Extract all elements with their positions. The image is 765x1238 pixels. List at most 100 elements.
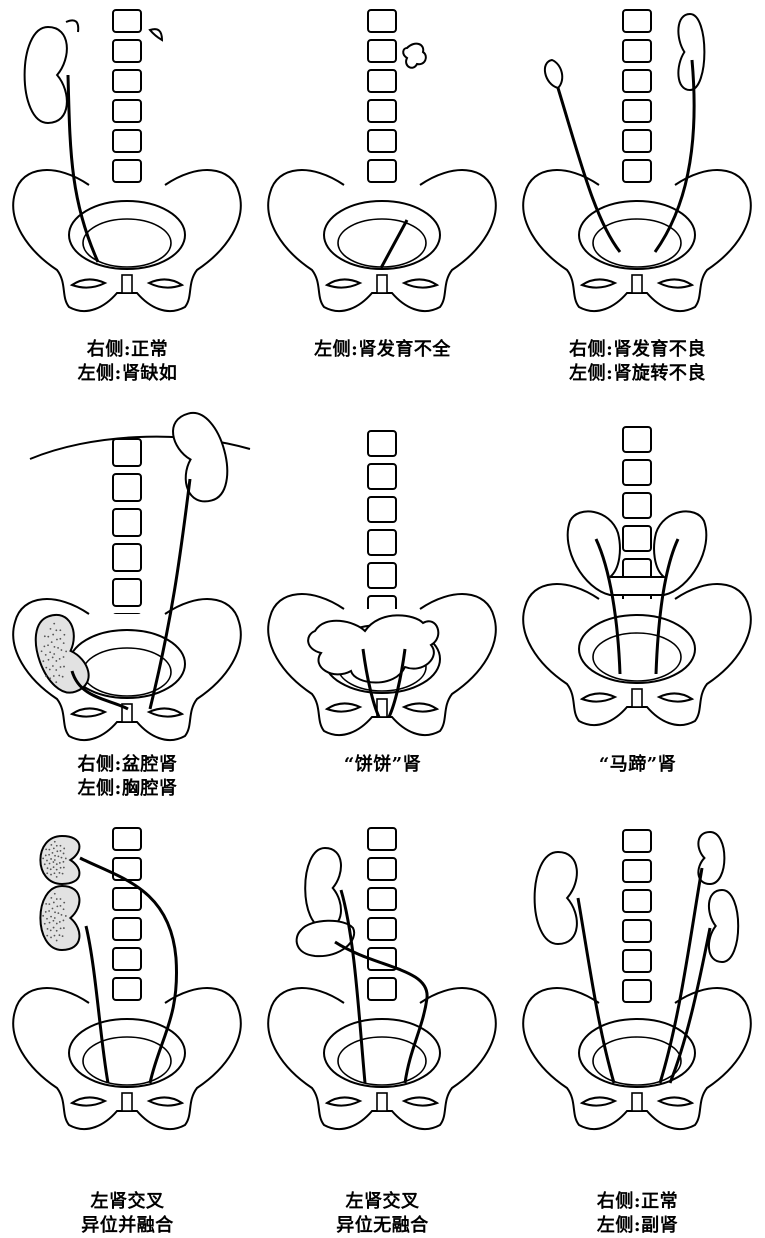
stipple-dot — [60, 666, 62, 668]
vertebra — [623, 830, 651, 852]
vertebra — [368, 464, 396, 489]
kidney — [678, 14, 704, 90]
anomaly-illustration — [510, 818, 765, 1148]
pubic-symphysis — [632, 275, 642, 293]
stipple-dot — [65, 858, 67, 860]
pubic-symphysis — [632, 1093, 642, 1111]
vertebra — [623, 130, 651, 152]
stipple-dot — [45, 848, 47, 850]
anomaly-illustration — [0, 409, 255, 739]
vertebra — [623, 526, 651, 551]
kidney — [698, 832, 724, 884]
stipple-dot — [63, 902, 65, 904]
stipple-dot — [56, 940, 58, 942]
kidney — [709, 890, 738, 962]
stipple-dot — [50, 874, 52, 876]
vertebra — [113, 10, 141, 32]
stipple-dot — [63, 666, 65, 668]
stipple-dot — [44, 923, 46, 925]
vertebra — [113, 579, 141, 606]
stipple-dot — [50, 916, 52, 918]
caption-line: 左侧:胸腔肾 — [0, 777, 255, 801]
vertebra — [113, 828, 141, 850]
stipple-dot — [45, 675, 47, 677]
stipple-dot — [57, 647, 59, 649]
stipple-dot — [46, 918, 48, 920]
anomaly-panel-p6: “马蹄”肾 — [510, 409, 765, 818]
stipple-dot — [54, 935, 56, 937]
stipple-dot — [54, 841, 56, 843]
vertebra — [368, 497, 396, 522]
stipple-dot — [42, 857, 44, 859]
stipple-dot — [63, 853, 65, 855]
stipple-dot — [42, 915, 44, 917]
stipple-dot — [48, 849, 50, 851]
anomaly-illustration — [255, 818, 510, 1148]
caption-line: 左侧:肾缺如 — [0, 362, 255, 386]
stipple-dot — [50, 930, 52, 932]
vertebra — [623, 860, 651, 882]
anomaly-illustration — [510, 0, 765, 330]
stipple-dot — [51, 641, 53, 643]
anomaly-panel-p8: 左肾交叉异位无融合 — [255, 818, 510, 1227]
dysplastic-kidney — [545, 60, 562, 88]
stipple-dot — [55, 669, 57, 671]
anomaly-illustration — [0, 0, 255, 330]
pubic-symphysis — [122, 1093, 132, 1111]
vertebra — [113, 439, 141, 466]
vertebra — [113, 918, 141, 940]
anomaly-panel-p5: “饼饼”肾 — [255, 409, 510, 818]
stipple-dot — [54, 893, 56, 895]
stipple-dot — [56, 850, 58, 852]
stipple-dot — [55, 681, 57, 683]
vertebra — [368, 858, 396, 880]
stipple-dot — [59, 629, 61, 631]
kidney — [40, 886, 79, 950]
stipple-dot — [48, 854, 50, 856]
anomaly-panel-p2: 左侧:肾发育不全 — [255, 0, 510, 409]
caption-line: 右侧:正常 — [0, 338, 255, 362]
vertebra — [623, 493, 651, 518]
stipple-dot — [50, 628, 52, 630]
vertebra — [113, 40, 141, 62]
vertebra — [623, 427, 651, 452]
stipple-dot — [57, 912, 59, 914]
stipple-dot — [54, 917, 56, 919]
panel-caption: 右侧:肾发育不良左侧:肾旋转不良 — [510, 338, 765, 386]
stipple-dot — [53, 847, 55, 849]
vertebra — [623, 920, 651, 942]
stipple-dot — [59, 862, 61, 864]
kidney — [535, 852, 577, 944]
stipple-dot — [53, 866, 55, 868]
stipple-dot — [53, 927, 55, 929]
vertebra — [623, 460, 651, 485]
stipple-dot — [42, 660, 44, 662]
stipple-dot — [63, 642, 65, 644]
stipple-dot — [54, 872, 56, 874]
vertebra — [113, 474, 141, 501]
stipple-dot — [57, 855, 59, 857]
stipple-dot — [45, 654, 47, 656]
stipple-dot — [52, 852, 54, 854]
vertebra — [113, 544, 141, 571]
stipple-dot — [63, 908, 65, 910]
stipple-dot — [63, 656, 65, 658]
stipple-dot — [61, 914, 63, 916]
stipple-dot — [45, 855, 47, 857]
vertebra — [623, 40, 651, 62]
stipple-dot — [56, 639, 58, 641]
pubic-symphysis — [632, 689, 642, 707]
vertebra — [368, 978, 396, 1000]
hypoplastic-kidney — [403, 44, 426, 68]
stipple-dot — [62, 676, 64, 678]
stipple-dot — [44, 635, 46, 637]
stipple-dot — [54, 911, 56, 913]
stipple-dot — [60, 867, 62, 869]
anomaly-panel-p3: 右侧:肾发育不良左侧:肾旋转不良 — [510, 0, 765, 409]
stipple-dot — [53, 623, 55, 625]
stipple-dot — [56, 930, 58, 932]
anomaly-illustration — [510, 409, 765, 739]
anomaly-panel-p1: 右侧:正常左侧:肾缺如 — [0, 0, 255, 409]
stipple-dot — [58, 675, 60, 677]
